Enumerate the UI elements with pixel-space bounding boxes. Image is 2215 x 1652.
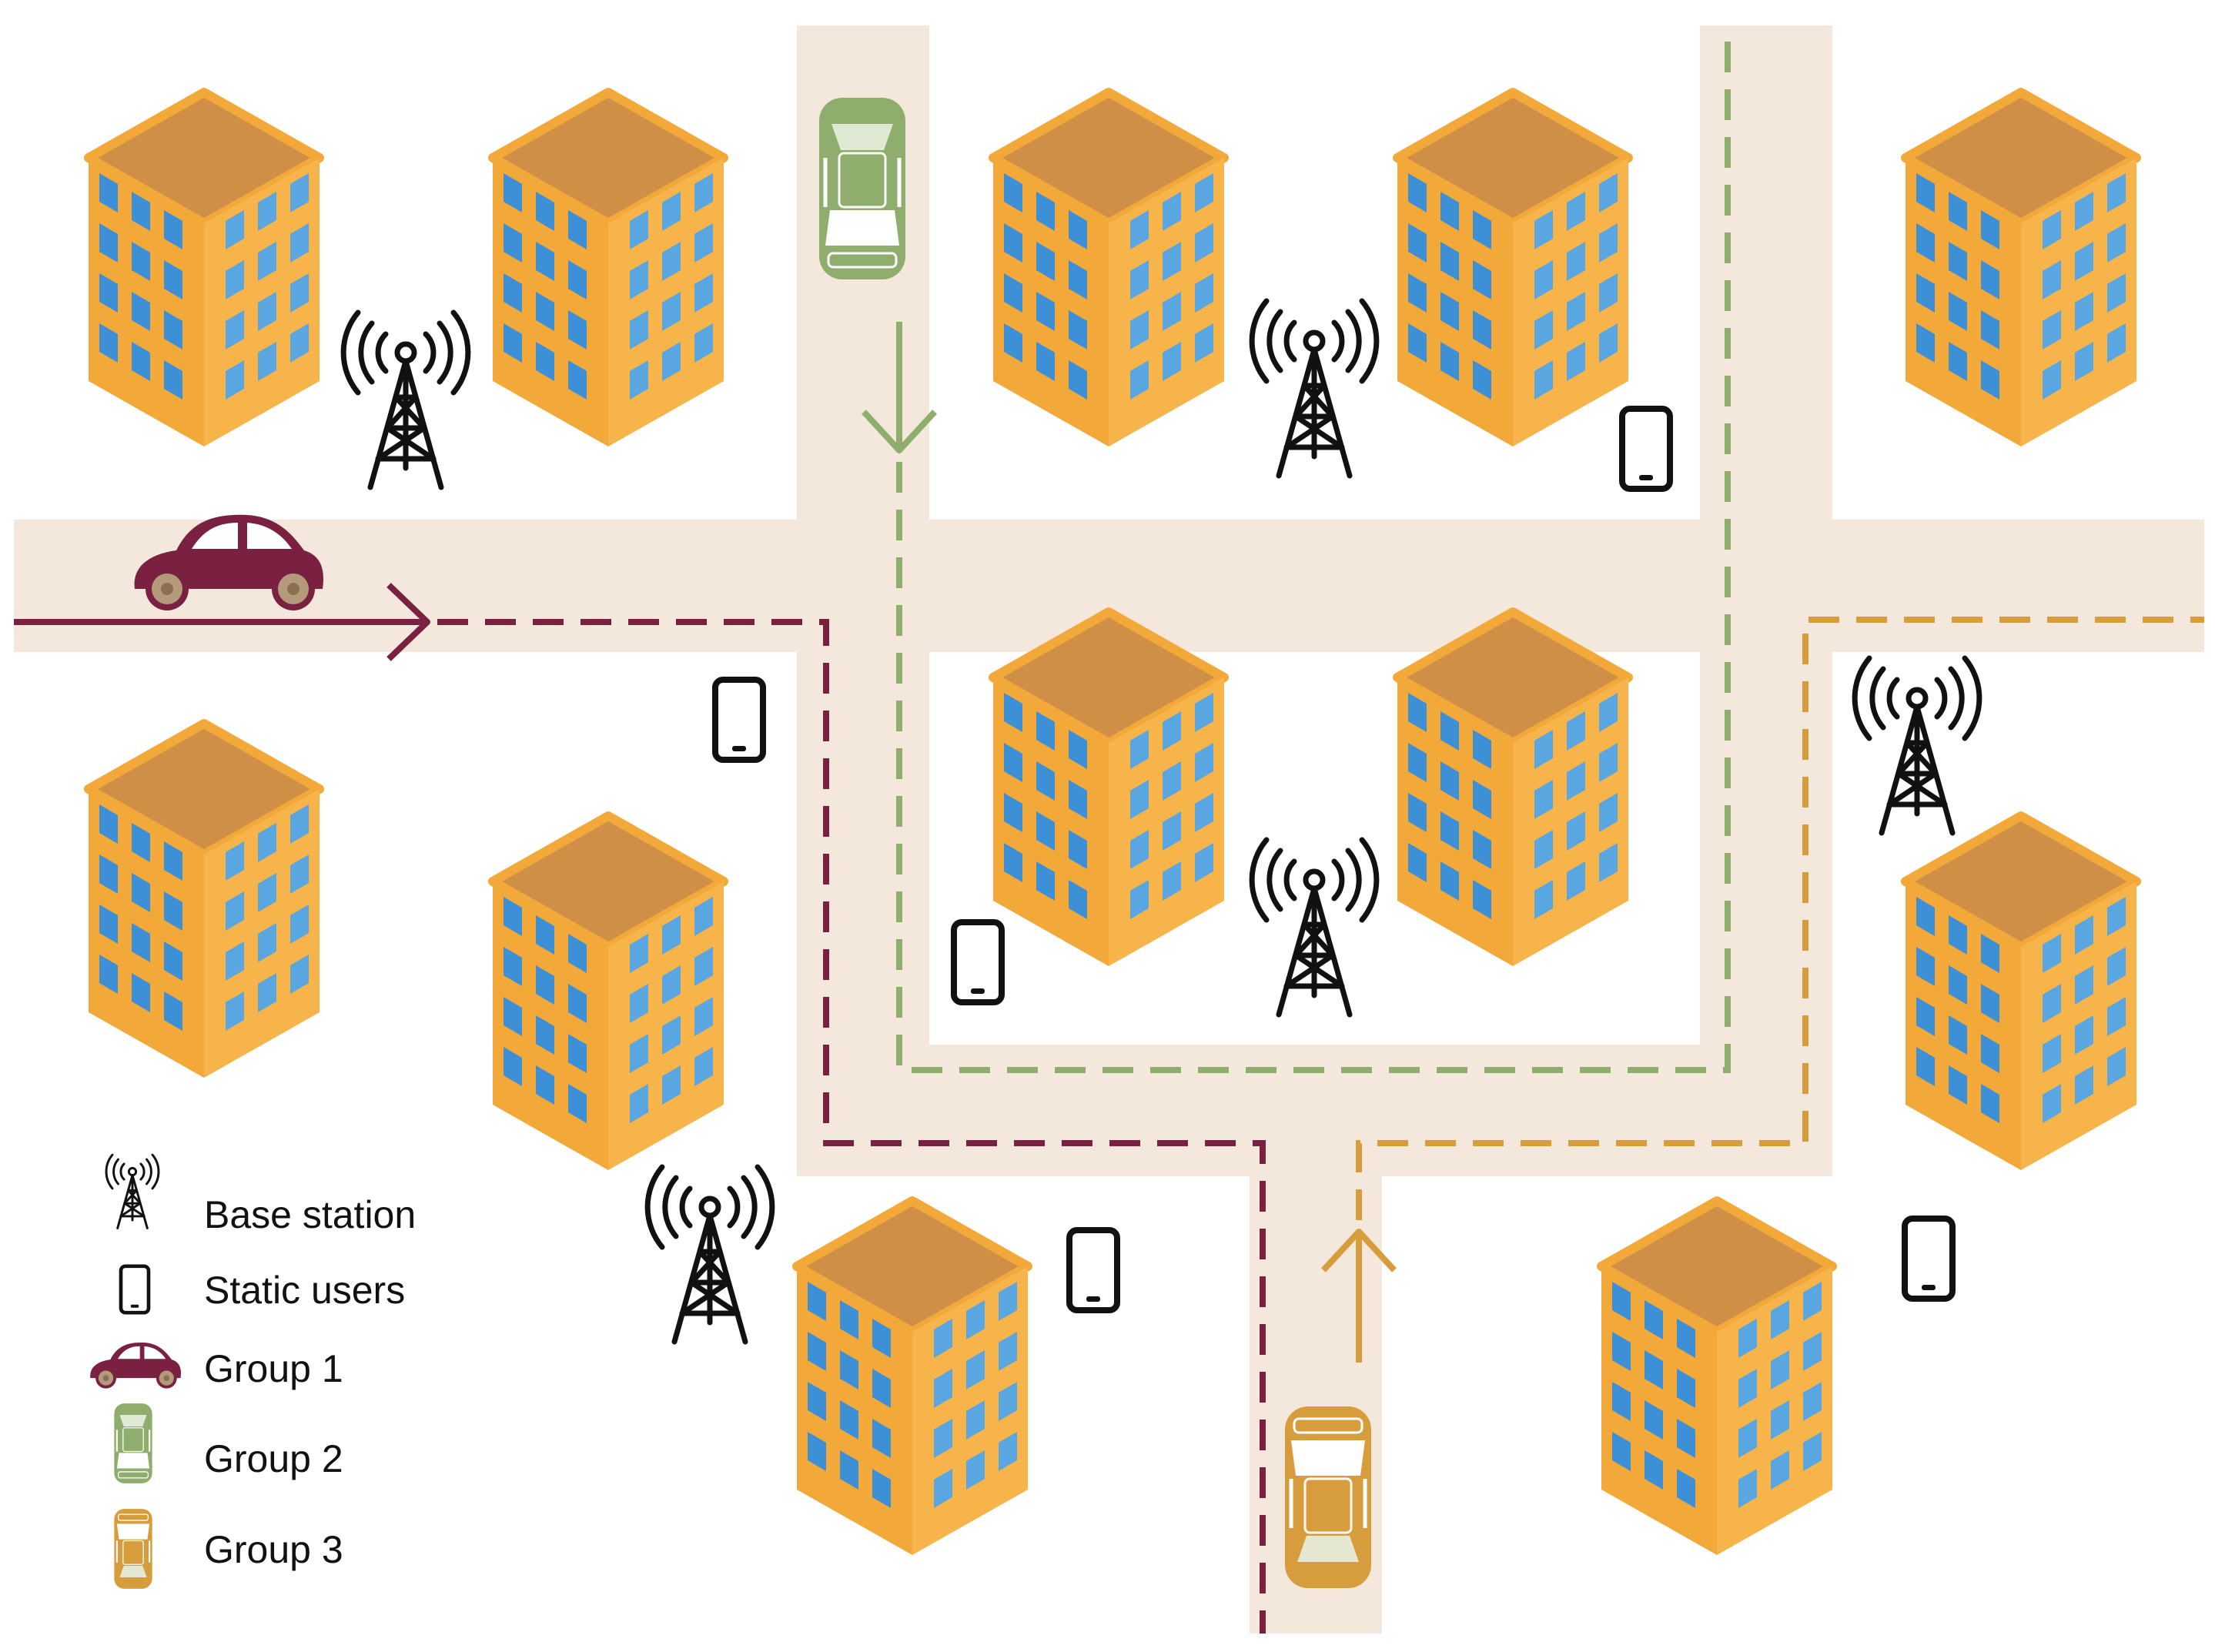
route-group2	[862, 25, 1731, 1073]
cell-tower-icon	[647, 1167, 772, 1342]
legend-item-group2: Group 2	[113, 1402, 343, 1485]
building	[493, 92, 724, 446]
building	[797, 1201, 1028, 1555]
cell-tower-icon	[1855, 658, 1979, 833]
cell-tower-icon	[105, 1153, 160, 1229]
smartphone-icon	[715, 680, 763, 760]
legend-label: Group 3	[204, 1528, 343, 1571]
car-top-view-icon	[113, 1402, 153, 1485]
legend-label: Base station	[204, 1193, 416, 1236]
cell-tower-icon	[1252, 301, 1377, 476]
route-group1-arrowhead	[386, 583, 430, 661]
smartphone-icon	[954, 922, 1002, 1002]
route-group2-dashed	[896, 25, 1731, 1073]
route-group2-arrowhead	[862, 410, 937, 453]
building	[1906, 92, 2136, 446]
building	[1906, 816, 2136, 1170]
car-top-view-icon	[819, 98, 905, 279]
building	[89, 724, 320, 1078]
legend-item-base-station: Base station	[105, 1153, 416, 1236]
building	[1397, 612, 1628, 966]
building	[89, 92, 320, 446]
legend-label: Group 1	[204, 1347, 343, 1390]
sedan-car-icon	[90, 1342, 181, 1389]
legend-label: Static users	[204, 1269, 405, 1312]
route-group1	[14, 583, 1266, 1634]
building	[1601, 1201, 1832, 1555]
legend-item-static-users: Static users	[121, 1266, 405, 1313]
building	[993, 92, 1224, 446]
legend: Base station Static users Group 1 Group …	[90, 1153, 416, 1590]
smartphone-icon	[1622, 409, 1670, 489]
car-top-view-icon	[1285, 1406, 1371, 1588]
route-group3-arrowhead	[1321, 1229, 1397, 1272]
legend-item-group3: Group 3	[113, 1507, 343, 1590]
legend-label: Group 2	[204, 1437, 343, 1480]
road-vertical-right	[1700, 25, 1832, 1176]
smartphone-icon	[121, 1266, 149, 1313]
building	[1397, 92, 1628, 446]
cell-tower-icon	[343, 313, 468, 487]
route-group1-dashed	[437, 619, 1266, 1634]
building	[493, 816, 724, 1170]
car-top-view-icon	[113, 1507, 153, 1590]
smartphone-icon	[1905, 1219, 1952, 1299]
legend-item-group1: Group 1	[90, 1342, 343, 1390]
route-group3	[1321, 617, 2204, 1363]
smartphone-icon	[1069, 1230, 1117, 1310]
route-group3-dashed	[1356, 617, 2204, 1220]
building	[993, 612, 1224, 966]
